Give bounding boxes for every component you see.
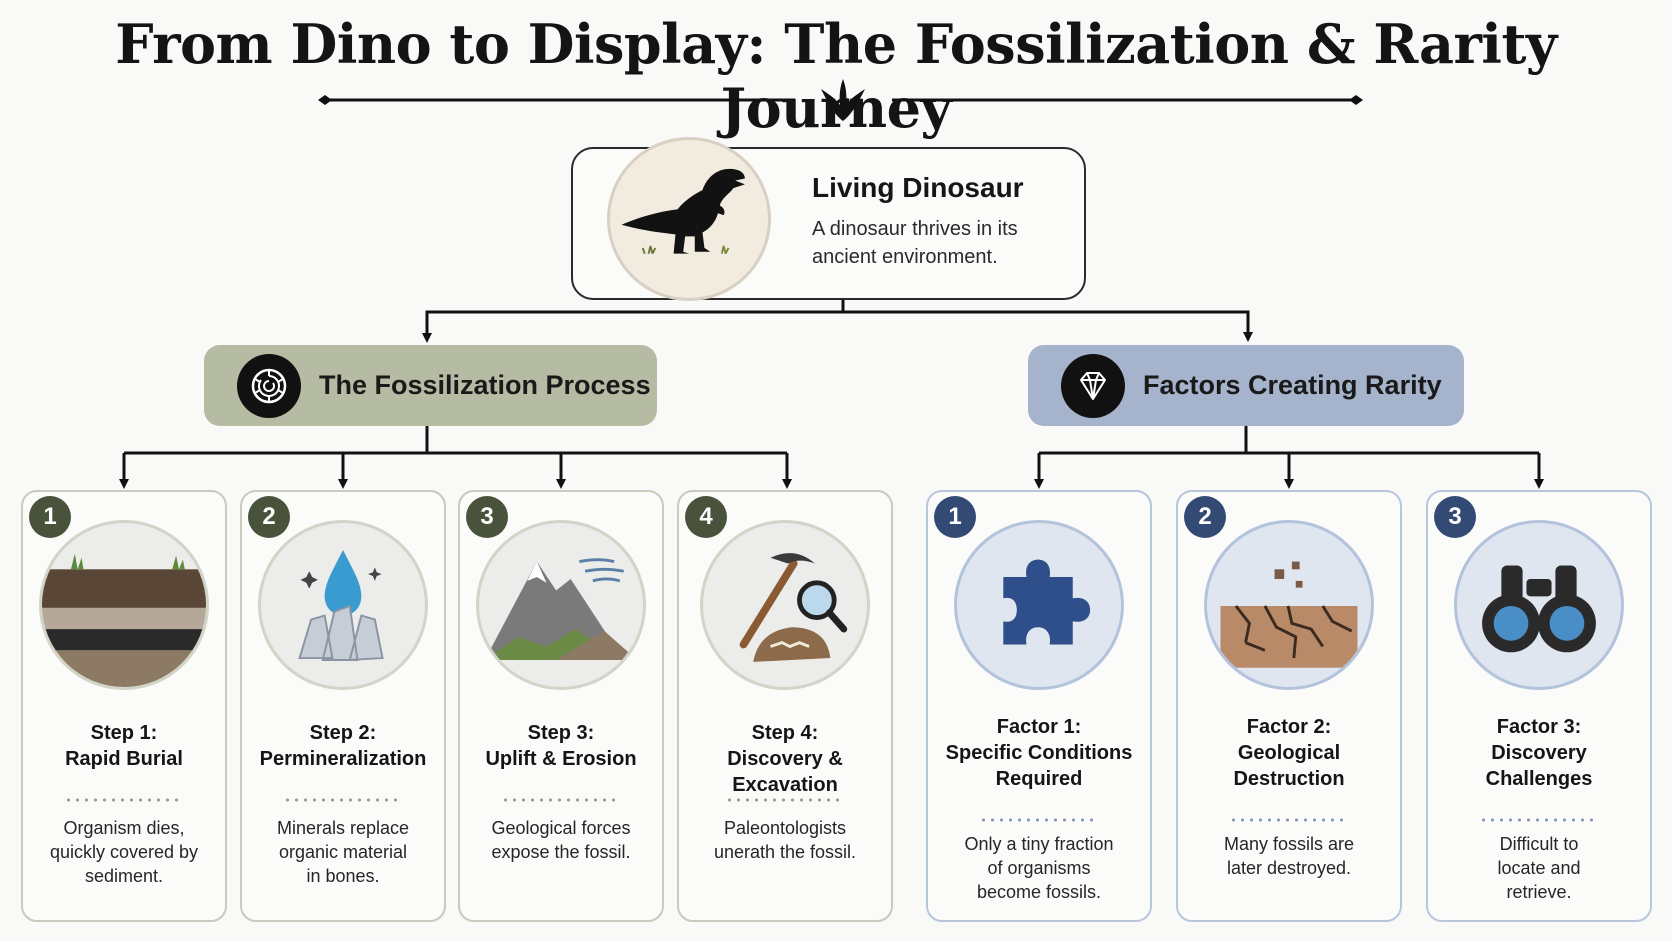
mountain-wind-icon [476, 520, 646, 690]
factor-title: Factor 3: Discovery Challenges [1428, 714, 1650, 792]
factor-name-line: Challenges [1485, 768, 1593, 790]
factor-card-2: 2 Factor 2: Geological Destruction Many … [1176, 490, 1402, 922]
step-description: Organism dies, quickly covered by sedime… [49, 818, 199, 886]
factor-description: Many fossils are later destroyed. [1223, 834, 1355, 878]
step-card-4: 4 Step 4: Discovery & Excavation Paleont… [677, 490, 893, 922]
factor-card-3: 3 Factor 3: Discovery Challenges Difficu… [1426, 490, 1652, 922]
step-title: Step 3: Uplift & Erosion [460, 720, 662, 772]
puzzle-piece-icon [954, 520, 1124, 690]
dotted-divider [64, 798, 184, 802]
step-name: Rapid Burial [65, 748, 183, 770]
factor-number-badge: 2 [1184, 496, 1226, 538]
step-label: Step 4: [751, 722, 819, 744]
dotted-divider [283, 798, 403, 802]
step-title: Step 2: Permineralization [242, 720, 444, 772]
factor-number-badge: 1 [934, 496, 976, 538]
factor-name-line: Destruction [1233, 768, 1345, 790]
step-number-badge: 1 [29, 496, 71, 538]
factor-card-1: 1 Factor 1: Specific Conditions Required… [926, 490, 1152, 922]
factor-name-line: Geological [1237, 742, 1341, 764]
dotted-divider [501, 798, 621, 802]
step-title: Step 4: Discovery & Excavation [679, 720, 891, 798]
factor-description: Only a tiny fraction of organisms become… [964, 834, 1114, 902]
factor-description: Difficult to locate and retrieve. [1497, 834, 1581, 902]
t-rex-silhouette-icon [607, 137, 771, 301]
dotted-divider [725, 798, 845, 802]
diamond-icon [1061, 353, 1125, 418]
step-label: Step 3: [527, 722, 595, 744]
step-number-badge: 2 [248, 496, 290, 538]
binoculars-icon [1454, 520, 1624, 690]
step-label: Step 2: [309, 722, 377, 744]
pickaxe-magnifier-icon [700, 520, 870, 690]
living-dinosaur-title: Living Dinosaur [812, 172, 1024, 203]
step-number-badge: 3 [466, 496, 508, 538]
dotted-divider [979, 818, 1099, 822]
step-label: Step 1: [90, 722, 158, 744]
step-name: Discovery & Excavation [727, 748, 843, 796]
factor-name-line: Specific Conditions [945, 742, 1133, 764]
factor-label: Factor 1: [996, 716, 1082, 738]
fossilization-process-header: The Fossilization Process [204, 345, 657, 426]
step-description: Geological forces expose the fossil. [491, 818, 631, 862]
factor-number-badge: 3 [1434, 496, 1476, 538]
factor-title: Factor 1: Specific Conditions Required [928, 714, 1150, 792]
living-dinosaur-description: A dinosaur thrives in its ancient enviro… [812, 218, 1018, 268]
step-card-3: 3 Step 3: Uplift & Erosion Geological fo… [458, 490, 664, 922]
ammonite-icon [237, 353, 301, 418]
step-name: Uplift & Erosion [485, 748, 637, 770]
dotted-divider [1479, 818, 1599, 822]
factors-rarity-label: Factors Creating Rarity [1143, 370, 1442, 400]
sediment-layers-icon [39, 520, 209, 690]
step-title: Step 1: Rapid Burial [23, 720, 225, 772]
dino-footprint-icon [821, 79, 865, 121]
factor-name-line: Required [995, 768, 1083, 790]
step-description: Paleontologists unerath the fossil. [713, 818, 857, 862]
step-card-1: 1 Step 1: Rapid Burial Organism dies, qu… [21, 490, 227, 922]
fossilization-process-label: The Fossilization Process [319, 370, 651, 400]
factor-name-line: Discovery [1491, 742, 1587, 764]
factor-label: Factor 2: [1246, 716, 1332, 738]
water-crystals-icon [258, 520, 428, 690]
cracked-ground-icon [1204, 520, 1374, 690]
title-divider [318, 79, 1363, 121]
step-description: Minerals replace organic material in bon… [276, 818, 410, 886]
step-number-badge: 4 [685, 496, 727, 538]
step-card-2: 2 Step 2: Permineralization Minerals rep… [240, 490, 446, 922]
factor-title: Factor 2: Geological Destruction [1178, 714, 1400, 792]
factor-label: Factor 3: [1496, 716, 1582, 738]
factors-rarity-header: Factors Creating Rarity [1028, 345, 1464, 426]
dotted-divider [1229, 818, 1349, 822]
step-name: Permineralization [259, 748, 427, 770]
